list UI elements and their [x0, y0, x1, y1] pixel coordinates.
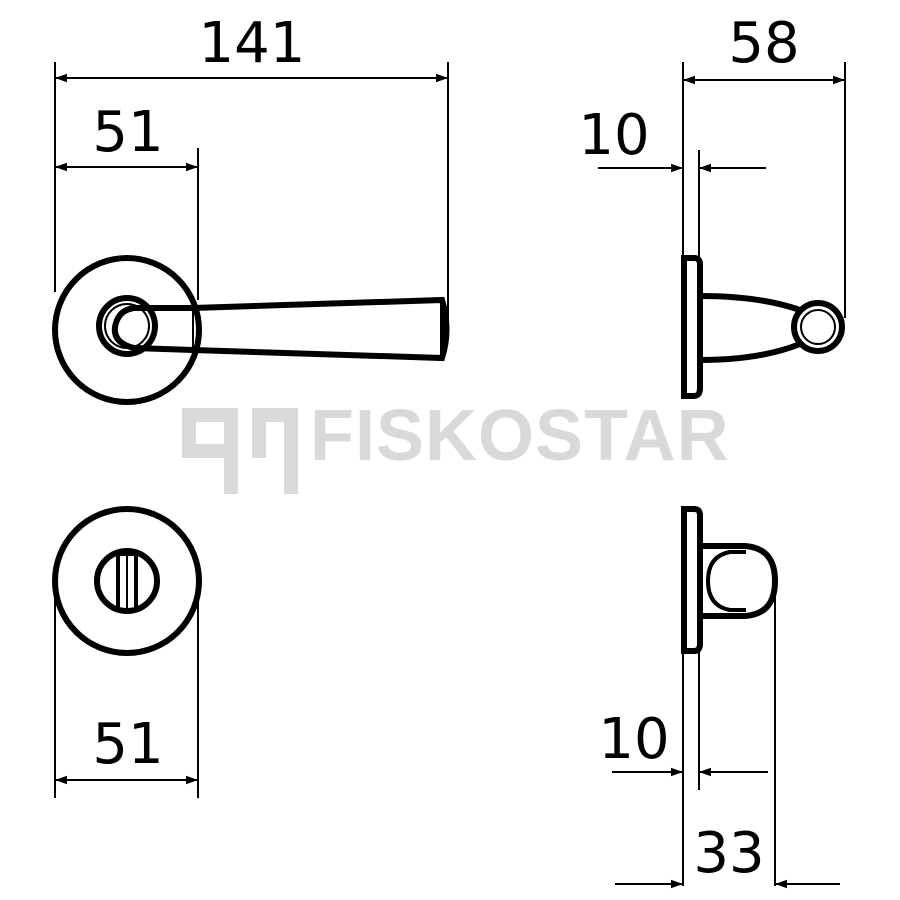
dimension-rose-diameter-top-label: 51 [92, 100, 163, 165]
dimension-lever-length: 141 [54, 11, 449, 325]
lever-side-view [681, 255, 845, 399]
turn-side-view [681, 506, 779, 654]
watermark-brand: FISKOSTAR [310, 396, 730, 476]
side-lever-grip-inner [800, 309, 836, 345]
side-lever-grip [791, 300, 845, 354]
dimension-side-rose-thickness-bottom-label: 10 [598, 707, 669, 772]
dimension-side-rose-thickness-top-label: 10 [578, 103, 649, 168]
dimension-side-rose-thickness-bottom: 10 [598, 651, 768, 886]
turn-slot [116, 552, 138, 612]
lever-front-view [52, 255, 450, 405]
escutcheon-front-view [52, 506, 202, 656]
lever-rose-collar [96, 295, 158, 357]
dimension-escutcheon-diameter-label: 51 [92, 712, 163, 777]
turn-knob-side-inner [705, 550, 746, 612]
watermark: FISKOSTAR [182, 396, 730, 494]
side-lever-neck [699, 293, 802, 363]
lever-body [111, 296, 450, 362]
dimension-side-projection-label: 58 [728, 11, 799, 76]
turn-knob-side [703, 543, 779, 619]
side-rose-plate [681, 255, 703, 399]
dimension-escutcheon-diameter: 51 [54, 585, 199, 798]
lever-rose-outer [52, 255, 202, 405]
dimension-turn-projection: 33 [615, 585, 840, 889]
dimension-lever-length-label: 141 [199, 11, 306, 76]
escutcheon-rose-outer [52, 506, 202, 656]
watermark-logo-icon [182, 408, 298, 494]
turn-side-rose-plate [681, 506, 703, 654]
dimension-rose-diameter-top: 51 [55, 100, 199, 300]
dimension-side-projection: 58 [682, 11, 846, 318]
dimension-turn-projection-label: 33 [693, 821, 764, 886]
dimension-side-rose-thickness-top: 10 [578, 103, 766, 258]
